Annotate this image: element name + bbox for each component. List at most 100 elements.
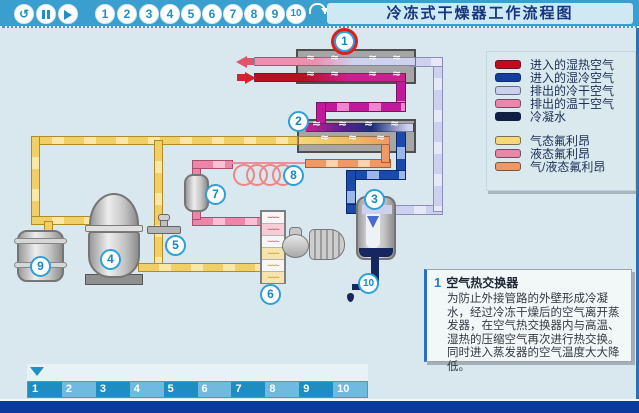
legend-label: 液态氟利昂 (530, 147, 591, 161)
legend-swatch (495, 60, 521, 69)
step-button-10[interactable]: 10 (286, 4, 306, 24)
heat-wave-icon: ≈ (392, 67, 402, 80)
condenser-coil-row: ~~~ (262, 247, 284, 259)
condenser: ~~~ ~~~ ~~~ ~~~ ~~~ ~~~ (260, 210, 286, 284)
progress-segment-8[interactable]: 8 (265, 382, 300, 397)
condenser-coil-row: ~~~ (262, 223, 284, 235)
diagram-label-4[interactable]: 4 (100, 249, 121, 270)
progress-segment-1[interactable]: 1 (28, 382, 62, 397)
pipe-precooled-air-2 (316, 102, 406, 112)
step-button-6[interactable]: 6 (202, 4, 222, 24)
replay-icon: ↺ (18, 7, 30, 21)
bypass-valve (147, 226, 181, 234)
legend-label: 进入的湿热空气 (530, 58, 615, 72)
heat-wave-icon: ≈ (376, 131, 386, 144)
downflow-arrow-icon (367, 216, 379, 228)
water-droplet-icon (347, 293, 354, 302)
progress-segment-4[interactable]: 4 (129, 382, 164, 397)
play-icon (64, 10, 72, 20)
tank-rib (14, 238, 67, 244)
progress-track (27, 364, 368, 381)
legend-swatch (495, 112, 521, 121)
legend-swatch (495, 73, 521, 82)
step-button-2[interactable]: 2 (117, 4, 137, 24)
pipe-gas-freon-top (31, 136, 298, 145)
air-in-arrow-shaft (237, 74, 245, 81)
progress-bar: 1 2 3 4 5 6 7 8 9 10 (27, 381, 368, 398)
heat-wave-icon: ≈ (348, 131, 358, 144)
heat-wave-icon: ≈ (312, 117, 322, 130)
legend-label: 排出的温干空气 (530, 97, 615, 111)
heat-wave-icon: ≈ (306, 51, 316, 64)
progress-segment-10[interactable]: 10 (333, 382, 368, 397)
step-button-1[interactable]: 1 (95, 4, 115, 24)
progress-pointer-icon[interactable] (30, 367, 44, 376)
heat-wave-icon: ≈ (320, 131, 330, 144)
step-button-3[interactable]: 3 (139, 4, 159, 24)
progress-segment-2[interactable]: 2 (61, 382, 96, 397)
heat-wave-icon: ≈ (368, 51, 378, 64)
diagram-label-6[interactable]: 6 (260, 284, 281, 305)
step-button-4[interactable]: 4 (160, 4, 180, 24)
page-title: 冷冻式干燥器工作流程图 (327, 3, 633, 24)
pipe-gas-freon-left (31, 136, 40, 225)
step-button-5[interactable]: 5 (181, 4, 201, 24)
air-out-arrow-icon (236, 56, 247, 68)
air-in-arrow-icon (245, 72, 256, 84)
pipe-bypass-valve (154, 140, 163, 272)
step-button-8[interactable]: 8 (244, 4, 264, 24)
diagram-label-2[interactable]: 2 (288, 111, 309, 132)
condenser-coil-row: ~~~ (262, 271, 284, 283)
condenser-coil-row: ~~~ (262, 235, 284, 247)
bottom-divider (0, 399, 639, 401)
legend-swatch (495, 136, 521, 145)
frame-edge (636, 28, 639, 399)
compressor-dome (89, 193, 139, 227)
loop-icon[interactable] (309, 3, 329, 14)
pipe-to-capillary (192, 160, 233, 169)
legend-swatch (495, 86, 521, 95)
fan-motor (309, 229, 345, 260)
bottom-border (0, 401, 639, 413)
pipe-mixed-freon (305, 159, 391, 168)
info-title: 空气热交换器 (446, 276, 519, 290)
pipe-liquid-freon-bottom (192, 217, 264, 226)
legend-label: 排出的冷干空气 (530, 84, 615, 98)
heat-wave-icon: ≈ (330, 67, 340, 80)
heat-wave-icon: ≈ (338, 117, 348, 130)
info-panel: 1 空气热交换器 为防止外接管路的外壁形成冷凝水，经过冷冻干燥后的空气离开蒸发器… (424, 269, 632, 373)
progress-segment-3[interactable]: 3 (95, 382, 130, 397)
diagram-label-1[interactable]: 1 (334, 31, 355, 52)
pause-icon (42, 10, 45, 19)
diagram-label-5[interactable]: 5 (165, 235, 186, 256)
replay-button[interactable]: ↺ (14, 4, 34, 24)
progress-segment-9[interactable]: 9 (299, 382, 334, 397)
diagram-label-8[interactable]: 8 (283, 165, 304, 186)
legend-label: 气态氟利昂 (530, 134, 591, 148)
separator-water (359, 248, 393, 257)
progress-segment-6[interactable]: 6 (197, 382, 232, 397)
heat-wave-icon: ≈ (390, 117, 400, 130)
condenser-coil-row: ~~~ (262, 259, 284, 271)
pipe-dry-air-riser (433, 57, 443, 212)
diagram-label-9[interactable]: 9 (30, 256, 51, 277)
play-button[interactable] (58, 4, 78, 24)
drain-pipe (371, 257, 379, 285)
pause-button[interactable] (36, 4, 56, 24)
progress-segment-7[interactable]: 7 (231, 382, 266, 397)
diagram-label-3[interactable]: 3 (364, 189, 385, 210)
heat-wave-icon: ≈ (306, 67, 316, 80)
heat-wave-icon: ≈ (368, 67, 378, 80)
diagram-label-7[interactable]: 7 (205, 184, 226, 205)
step-button-9[interactable]: 9 (265, 4, 285, 24)
compressor-flange (85, 225, 143, 232)
legend: 进入的湿热空气 进入的湿冷空气 排出的冷干空气 排出的温干空气 冷凝水 气态氟利… (486, 51, 636, 191)
legend-swatch (495, 99, 521, 108)
progress-segment-5[interactable]: 5 (163, 382, 198, 397)
capillary-line (230, 162, 308, 164)
legend-swatch (495, 149, 521, 158)
step-button-7[interactable]: 7 (223, 4, 243, 24)
heat-wave-icon: ≈ (330, 51, 340, 64)
diagram-label-10[interactable]: 10 (358, 273, 379, 294)
